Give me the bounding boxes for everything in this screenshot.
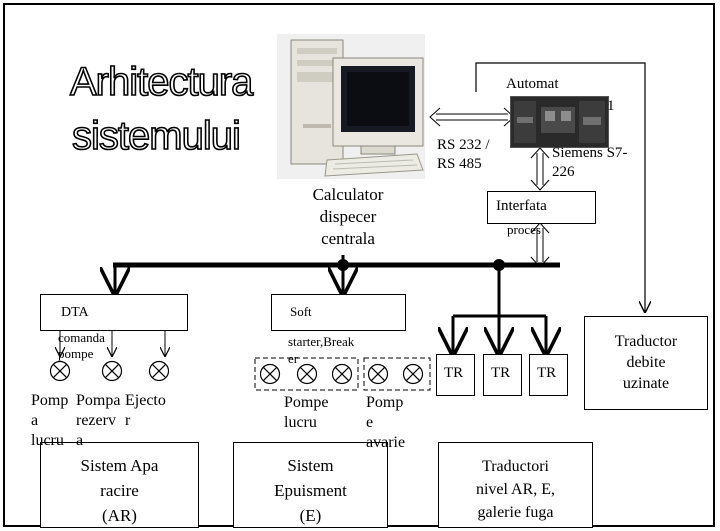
traductor-debite-box: Traductor debite uzinate	[584, 316, 708, 410]
computer-label: Calculator dispecer centrala	[298, 184, 398, 250]
system-e-box: Sistem Epuisment (E)	[233, 442, 388, 528]
system-tr-box: Traductori nivel AR, E, galerie fuga	[438, 442, 593, 528]
system-tr-label-line1: Traductori	[482, 458, 549, 475]
plc-label-model-line1: Siemens S7-	[552, 145, 628, 161]
traductor-debite-label-line3: uzinate	[622, 375, 670, 392]
label-pompa-lucru-line1: Pomp	[31, 392, 69, 409]
ejector-symbol	[148, 360, 170, 382]
system-tr-label: Traductori nivel AR, E, galerie fuga	[439, 455, 592, 524]
label-pompa-rezerva-line3: a	[76, 432, 84, 449]
pump-symbol-ar-lucru	[49, 360, 71, 382]
label-pompa-rezerva-line1: Pompa	[76, 392, 121, 409]
tr-box-1-label: TR	[444, 365, 464, 381]
system-e-label-line1: Sistem	[287, 456, 334, 475]
label-pompe-avarie: Pomp e avarie	[366, 393, 405, 453]
label-pompa-lucru-line3: lucru	[31, 432, 64, 449]
soft-starter-sublabel-line1: starter,Break	[288, 334, 355, 349]
dta-label: DTA	[61, 305, 89, 320]
tr-box-3: TR	[529, 354, 568, 396]
label-pompa-lucru-line2: a	[31, 412, 39, 429]
dta-sublabel-line2: pompe	[58, 346, 94, 361]
system-tr-label-line2: nivel AR, E,	[475, 481, 556, 498]
label-pompa-rezerva: Pompa rezerv a	[76, 391, 120, 451]
label-pompe-avarie-line3: avarie	[366, 434, 406, 451]
dta-sublabel-line1: comanda	[58, 330, 105, 345]
system-ar-label-line2: racire	[100, 481, 139, 500]
label-pompe-avarie-line2: e	[366, 414, 374, 431]
dta-sublabel: comanda pompe	[58, 330, 105, 362]
soft-starter-label: Soft	[290, 304, 312, 319]
system-e-label-line3: (E)	[299, 506, 322, 525]
soft-starter-box: Soft	[271, 294, 406, 331]
traductor-debite-label-line1: Traductor	[614, 333, 678, 350]
system-ar-label-line1: Sistem Apa	[80, 456, 159, 475]
feedback-line	[475, 62, 645, 312]
system-ar-label: Sistem Apa racire (AR)	[41, 453, 198, 528]
tr-box-1: TR	[436, 354, 475, 396]
label-ejector: Ejecto r	[125, 391, 166, 431]
traductor-debite-label: Traductor debite uzinate	[585, 331, 707, 394]
pump-symbol-e-lucru-1	[259, 363, 281, 385]
dta-box: DTA	[40, 294, 188, 331]
plc-label-automat: Automat	[506, 76, 559, 92]
system-tr-label-line3: galerie fuga	[477, 504, 554, 521]
interface-label: Interfata	[496, 198, 547, 214]
pompe-lucru-group	[254, 357, 359, 391]
tr-box-3-label: TR	[537, 365, 557, 381]
tr-box-2-label: TR	[491, 365, 511, 381]
plc-label-suffix: 1	[607, 98, 615, 114]
plc-label-model: Siemens S7- 226	[552, 144, 627, 182]
pump-symbol-e-lucru-2	[296, 363, 318, 385]
traductor-debite-label-line2: debite	[626, 354, 666, 371]
label-pompa-lucru: Pomp a lucru	[31, 391, 68, 451]
label-pompe-lucru: Pompe lucru	[284, 393, 328, 433]
label-ejector-line2: r	[125, 412, 131, 429]
computer-label-line3: centrala	[321, 229, 375, 248]
label-pompe-avarie-line1: Pomp	[366, 394, 404, 411]
pump-symbol-ar-rezerva	[101, 360, 123, 382]
system-ar-box: Sistem Apa racire (AR)	[40, 442, 199, 528]
label-pompe-lucru-line1: Pompe	[284, 394, 329, 411]
plc-icon	[510, 96, 609, 148]
computer-label-line2: dispecer	[319, 207, 377, 226]
label-pompa-rezerva-line2: rezerv	[76, 412, 116, 429]
system-e-label: Sistem Epuisment (E)	[234, 453, 387, 528]
pump-symbol-e-avarie-1	[367, 363, 389, 385]
rs-link-label-line2: RS 485	[437, 156, 482, 172]
pump-symbol-e-lucru-3	[331, 363, 353, 385]
rs-link-label: RS 232 / RS 485	[437, 136, 490, 174]
interface-box: Interfata	[487, 191, 596, 224]
system-e-label-line2: Epuisment	[274, 481, 347, 500]
soft-starter-sublabel-line2: er	[288, 351, 299, 366]
diagram-title-line1: Arhitectura	[69, 60, 254, 104]
rs-link-label-line1: RS 232 /	[437, 137, 490, 153]
diagram-title-line2: sistemului	[71, 114, 241, 158]
computer-label-line1: Calculator	[312, 185, 384, 204]
tr-box-2: TR	[483, 354, 522, 396]
interface-label-suffix: proces	[507, 222, 541, 237]
label-pompe-lucru-line2: lucru	[284, 414, 317, 431]
computer-icon	[277, 34, 425, 179]
label-ejector-line1: Ejecto	[125, 392, 166, 409]
system-ar-label-line3: (AR)	[102, 506, 137, 525]
plc-label-model-line2: 226	[552, 164, 575, 180]
pompe-avarie-group	[363, 357, 431, 391]
pump-symbol-e-avarie-2	[402, 363, 424, 385]
soft-starter-sublabel: starter,Break er	[288, 333, 354, 367]
